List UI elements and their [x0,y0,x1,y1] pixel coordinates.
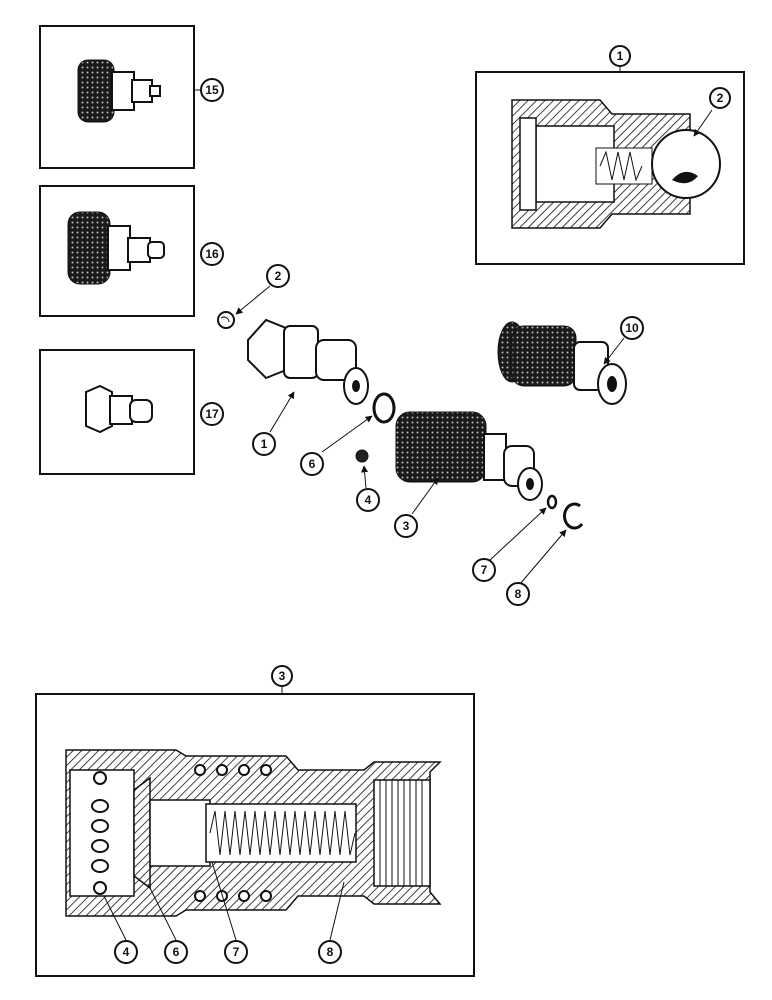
callout-part-2: 2 [266,264,290,288]
callout-part-8: 8 [506,582,530,606]
callout-label: 6 [173,945,180,959]
callout-label: 2 [717,91,724,105]
callout-label: 16 [205,247,219,261]
callout-part-6: 6 [300,452,324,476]
callout-label: 15 [205,83,219,97]
part-7-oring [489,494,558,561]
callout-label: 17 [205,407,219,421]
detail-1-panel [475,62,745,265]
callout-label: 8 [515,587,522,601]
inset-16-panel [39,185,195,317]
callout-label: 3 [279,669,286,683]
part-4-ball [355,449,369,489]
detail-3-panel [35,684,475,977]
callout-part-7: 7 [472,558,496,582]
part-6-oring [321,392,396,453]
part-10-coupler [497,321,627,405]
callout-label: 1 [261,437,268,451]
part-1-nipple [247,318,369,433]
callout-label: 6 [309,457,316,471]
inset-15-panel [39,25,202,169]
detail-3-section-view [65,749,442,917]
callout-detail-3: 3 [271,665,293,687]
callout-part-3: 3 [394,514,418,538]
coupler-16-illustration [67,211,165,285]
callout-detail-1: 1 [609,45,631,67]
callout-label: 2 [275,269,282,283]
callout-part-1: 1 [252,432,276,456]
detail-1-section-view [511,99,721,229]
callout-label: 7 [233,945,240,959]
callout-detail-3-part-8: 8 [318,940,342,964]
nipple-17-illustration [85,384,153,434]
callout-part-10: 10 [620,316,644,340]
callout-label: 4 [365,493,372,507]
callout-detail-3-part-4: 4 [114,940,138,964]
callout-part-4: 4 [356,488,380,512]
callout-label: 1 [617,49,624,63]
coupler-15-illustration [77,59,161,123]
callout-detail-3-part-6: 6 [164,940,188,964]
part-8-retaining-ring [519,502,584,585]
callout-label: 10 [625,321,639,335]
part-3-coupler [395,411,543,515]
callout-detail-1-ball: 2 [709,87,731,109]
callout-label: 4 [123,945,130,959]
callout-17: 17 [200,402,224,426]
callout-label: 3 [403,519,410,533]
inset-17-panel [39,349,195,475]
part-2-ball [217,285,271,329]
callout-15: 15 [200,78,224,102]
callout-label: 8 [327,945,334,959]
callout-detail-3-part-7: 7 [224,940,248,964]
callout-label: 7 [481,563,488,577]
callout-16: 16 [200,242,224,266]
